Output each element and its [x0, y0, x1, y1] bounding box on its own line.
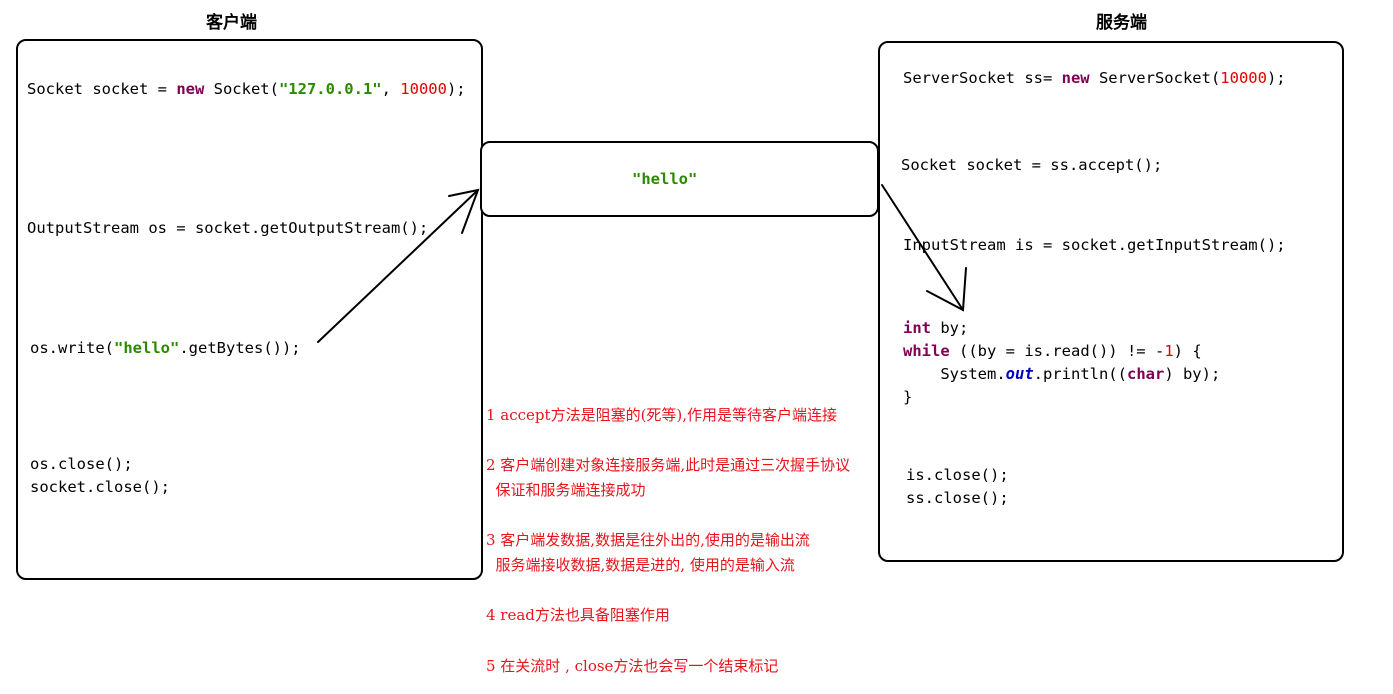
note-5: 5 在关流时 , close方法也会写一个结束标记 [486, 657, 779, 675]
server-println-line: System.out.println((char) by); [903, 365, 1221, 383]
server-int-line: int by; [903, 319, 969, 337]
message-box [480, 141, 879, 217]
server-title: 服务端 [1096, 13, 1147, 33]
note-2: 2 客户端创建对象连接服务端,此时是通过三次握手协议 [486, 456, 851, 474]
arrowhead-server [926, 267, 967, 312]
arrowhead-client [448, 188, 480, 234]
note-2b: 保证和服务端连接成功 [486, 481, 646, 499]
server-box [878, 41, 1344, 562]
client-write-line: os.write("hello".getBytes()); [30, 339, 301, 357]
server-is-close-line: is.close(); [906, 466, 1009, 484]
client-socket-close-line: socket.close(); [30, 478, 170, 496]
note-1: 1 accept方法是阻塞的(死等),作用是等待客户端连接 [486, 406, 838, 424]
arrow-client-to-message [317, 189, 479, 343]
client-box [16, 39, 483, 580]
server-while-line: while ((by = is.read()) != -1) { [903, 342, 1202, 360]
client-os-close-line: os.close(); [30, 455, 133, 473]
note-4: 4 read方法也具备阻塞作用 [486, 606, 670, 624]
client-socket-line: Socket socket = new Socket("127.0.0.1", … [27, 80, 466, 98]
server-inputstream-line: InputStream is = socket.getInputStream()… [903, 236, 1286, 254]
note-3b: 服务端接收数据,数据是进的, 使用的是输入流 [486, 556, 795, 574]
server-serversocket-line: ServerSocket ss= new ServerSocket(10000)… [903, 69, 1286, 87]
note-3: 3 客户端发数据,数据是往外出的,使用的是输出流 [486, 531, 810, 549]
message-text: "hello" [632, 170, 698, 188]
server-ss-close-line: ss.close(); [906, 489, 1009, 507]
server-brace-line: } [903, 388, 913, 406]
arrow-message-to-server [881, 184, 964, 311]
client-outputstream-line: OutputStream os = socket.getOutputStream… [27, 219, 429, 237]
client-title: 客户端 [206, 13, 257, 33]
server-accept-line: Socket socket = ss.accept(); [901, 156, 1163, 174]
